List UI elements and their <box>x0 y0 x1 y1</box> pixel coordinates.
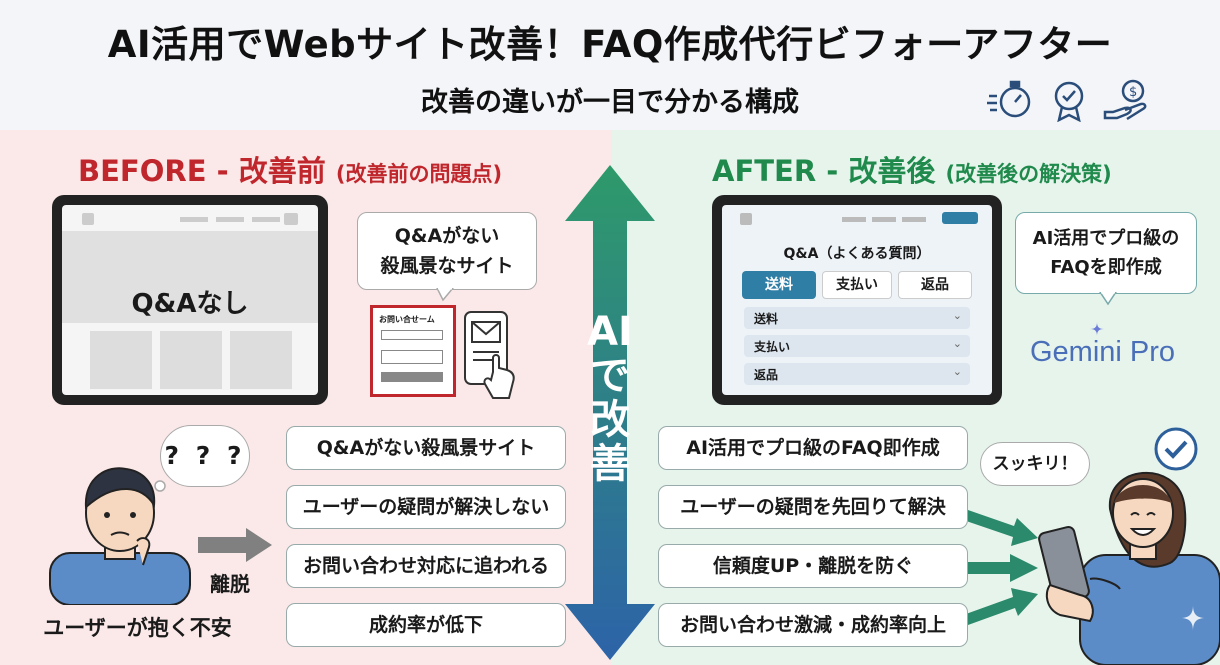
thought-bubble: ? ? ? <box>160 425 250 487</box>
leave-arrow <box>198 528 272 562</box>
tab-payment[interactable]: 支払い <box>822 271 892 299</box>
worried-user-illustration <box>49 467 191 605</box>
center-double-arrow <box>565 165 655 660</box>
page-title: AI活用でWebサイト改善！FAQ作成代行ビフォーアフター <box>107 23 1113 66</box>
svg-text:$: $ <box>1129 85 1137 100</box>
award-badge-icon <box>1054 81 1084 122</box>
after-title-main: AFTER - 改善後 <box>712 154 936 188</box>
before-title: BEFORE - 改善前 (改善前の問題点) <box>78 148 502 190</box>
bubble-tail <box>1099 292 1117 306</box>
chevron-down-icon: ⌄ <box>952 309 962 322</box>
before-tablet-screen: Q&Aなし <box>62 205 318 395</box>
chevron-down-icon: ⌄ <box>952 337 962 350</box>
sparkle-icon <box>1090 322 1104 336</box>
after-item-1: AI活用でプロ級のFAQ即作成 <box>658 426 968 470</box>
phone-mail-icon <box>464 311 515 399</box>
after-tablet: Q&A（よくある質問） 送料 支払い 返品 送料 ⌄ 支払い ⌄ 返品 ⌄ <box>712 195 1002 405</box>
faq-title: Q&A（よくある質問） <box>783 246 931 262</box>
accordion-item-2[interactable]: 支払い ⌄ <box>744 335 970 357</box>
relief-speech-bubble: スッキリ！ <box>980 442 1090 486</box>
before-title-sub: (改善前の問題点) <box>335 162 503 186</box>
center-text-de: で <box>590 353 630 399</box>
before-item-2: ユーザーの疑問が解決しない <box>286 485 566 529</box>
leave-label: 離脱 <box>210 572 250 596</box>
after-item-2: ユーザーの疑問を先回りて解決 <box>658 485 968 529</box>
before-item-3: お問い合わせ対応に追われる <box>286 544 566 588</box>
contact-form: お問い合せーム <box>370 305 456 397</box>
tab-returns[interactable]: 返品 <box>898 271 972 299</box>
solution-arrows <box>968 510 1038 625</box>
header-icons: $ <box>987 79 1147 122</box>
page-subtitle: 改善の違いが一目で分かる構成 <box>421 87 799 118</box>
center-text-kai: 改 <box>590 397 630 443</box>
stopwatch-icon <box>987 80 1031 118</box>
hand-coin-icon: $ <box>1103 79 1147 121</box>
gemini-pro-logo: Gemini Pro <box>1030 336 1176 368</box>
center-text-zen: 善 <box>590 441 630 487</box>
after-item-4: お問い合わせ激減・成約率向上 <box>658 603 968 647</box>
accordion-item-1[interactable]: 送料 ⌄ <box>744 307 970 329</box>
sparkle-icon <box>1180 605 1206 631</box>
after-speech-bubble: AI活用でプロ級の FAQを即作成 <box>1015 212 1197 294</box>
after-tablet-screen: Q&A（よくある質問） 送料 支払い 返品 送料 ⌄ 支払い ⌄ 返品 ⌄ <box>722 205 992 395</box>
before-tablet: Q&Aなし <box>52 195 328 405</box>
before-item-4: 成約率が低下 <box>286 603 566 647</box>
accordion-item-3[interactable]: 返品 ⌄ <box>744 363 970 385</box>
before-item-1: Q&Aがない殺風景サイト <box>286 426 566 470</box>
check-circle-icon <box>1154 427 1198 471</box>
after-title: AFTER - 改善後 (改善後の解決策) <box>712 148 1112 190</box>
after-title-sub: (改善後の解決策) <box>945 162 1112 186</box>
user-caption: ユーザーが抱く不安 <box>43 616 232 640</box>
before-title-main: BEFORE - 改善前 <box>78 154 326 188</box>
before-speech-bubble: Q&Aがない 殺風景なサイト <box>357 212 537 290</box>
happy-user-illustration <box>1038 471 1220 665</box>
tab-shipping[interactable]: 送料 <box>742 271 816 299</box>
chevron-down-icon: ⌄ <box>952 365 962 378</box>
no-qa-label: Q&Aなし <box>131 289 249 319</box>
after-item-3: 信頼度UP・離脱を防ぐ <box>658 544 968 588</box>
center-text-ai: AI <box>587 309 633 355</box>
bubble-tail <box>436 288 454 302</box>
header <box>0 0 1220 130</box>
